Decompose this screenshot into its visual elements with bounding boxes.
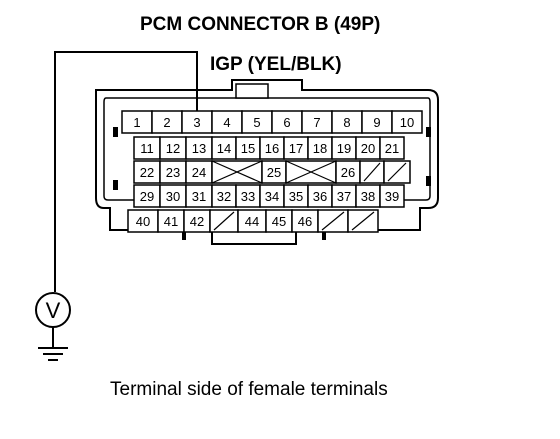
pin-label-24: 24 <box>192 165 206 180</box>
pin-label-15: 15 <box>241 141 255 156</box>
pin-label-6: 6 <box>283 115 290 130</box>
blank-slot-mark <box>321 211 345 231</box>
pin-label-18: 18 <box>313 141 327 156</box>
blank-slot-mark <box>213 211 235 231</box>
pin-label-19: 19 <box>337 141 351 156</box>
pin-label-34: 34 <box>265 189 279 204</box>
connector-inner-shell <box>103 97 431 201</box>
pin-label-17: 17 <box>289 141 303 156</box>
pin-label-44: 44 <box>245 214 259 229</box>
pin-label-9: 9 <box>373 115 380 130</box>
pin-label-20: 20 <box>361 141 375 156</box>
side-guide-right-bottom <box>426 176 431 186</box>
probe-wire <box>54 51 198 292</box>
ground-symbol-icon <box>38 347 68 361</box>
connector-housing <box>95 79 439 245</box>
connector-key <box>211 232 297 245</box>
side-guide-left-bottom <box>113 180 118 190</box>
pin-label-35: 35 <box>289 189 303 204</box>
pin-label-37: 37 <box>337 189 351 204</box>
connector-outer-shell <box>95 79 439 231</box>
pin-label-12: 12 <box>166 141 180 156</box>
side-guide-right-top <box>426 127 431 137</box>
pin-label-16: 16 <box>265 141 279 156</box>
pin-label-22: 22 <box>140 165 154 180</box>
pin-label-2: 2 <box>163 115 170 130</box>
pin-label-29: 29 <box>140 189 154 204</box>
pin-label-41: 41 <box>164 214 178 229</box>
blank-slot-mark <box>285 160 337 184</box>
diagram-title: PCM CONNECTOR B (49P) <box>140 14 380 35</box>
pin-cell-10 <box>391 110 423 134</box>
pin-label-8: 8 <box>343 115 350 130</box>
pin-label-3: 3 <box>193 115 200 130</box>
pin-cell-21 <box>379 136 405 160</box>
pin-label-14: 14 <box>217 141 231 156</box>
pin-label-46: 46 <box>298 214 312 229</box>
pin-label-39: 39 <box>385 189 399 204</box>
blank-slot-mark <box>387 162 407 182</box>
pin-label-40: 40 <box>136 214 150 229</box>
pin-label-42: 42 <box>190 214 204 229</box>
pin-cell-39 <box>379 184 405 208</box>
pin-label-38: 38 <box>361 189 375 204</box>
voltmeter: V <box>35 292 71 361</box>
pin-label-10: 10 <box>400 115 414 130</box>
pin-label-5: 5 <box>253 115 260 130</box>
connector-latch <box>235 83 269 99</box>
pin-label-1: 1 <box>133 115 140 130</box>
pin-label-26: 26 <box>341 165 355 180</box>
pin-label-31: 31 <box>192 189 206 204</box>
blank-slot-mark <box>351 211 375 231</box>
side-guide-left-top <box>113 127 118 137</box>
pin-label-45: 45 <box>272 214 286 229</box>
pin-label-13: 13 <box>192 141 206 156</box>
blank-slot-mark <box>363 162 381 182</box>
lower-tab-left <box>182 232 186 240</box>
pin-label-36: 36 <box>313 189 327 204</box>
pin-label-4: 4 <box>223 115 230 130</box>
pin-label-25: 25 <box>267 165 281 180</box>
pin-label-21: 21 <box>385 141 399 156</box>
pin-label-32: 32 <box>217 189 231 204</box>
pin-label-11: 11 <box>140 141 154 156</box>
pin-label-7: 7 <box>313 115 320 130</box>
pin-label-30: 30 <box>166 189 180 204</box>
pin-label-33: 33 <box>241 189 255 204</box>
lower-tab-right <box>322 232 326 240</box>
blank-slot-mark <box>211 160 263 184</box>
pin-label-23: 23 <box>166 165 180 180</box>
caption: Terminal side of female terminals <box>110 379 388 400</box>
voltmeter-symbol: V <box>46 298 61 323</box>
wire-label: IGP (YEL/BLK) <box>210 54 342 75</box>
